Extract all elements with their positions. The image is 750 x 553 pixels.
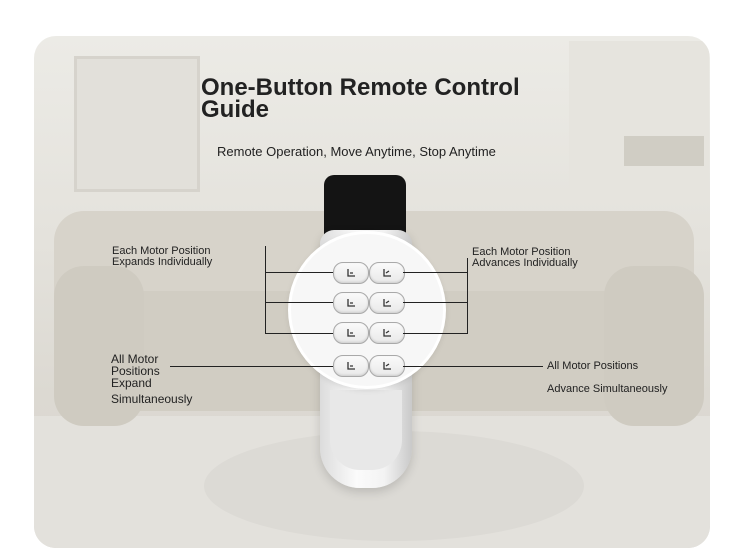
label-line: Expand: [111, 376, 152, 390]
label-expand-individually: Each Motor Position Expands Individually: [112, 246, 212, 268]
label-expand-simultaneously: All Motor Positions Expand Simultaneousl…: [111, 353, 192, 405]
callout-line-expand-all: [170, 366, 333, 367]
label-line: Each Motor Position: [112, 245, 211, 257]
expand-all-button[interactable]: [333, 355, 369, 377]
label-advance-simultaneously: All Motor Positions Advance Simultaneous…: [547, 361, 667, 395]
label-line: Expands Individually: [112, 256, 213, 268]
remote-bottom: [330, 390, 402, 470]
background-sofa-arm-left: [54, 266, 144, 426]
recline-expand-icon: [347, 269, 355, 277]
title-line-2: Guide: [201, 96, 270, 123]
background-sofa-arm-right: [604, 266, 704, 426]
label-advance-individually: Each Motor Position Advances Individuall…: [472, 247, 578, 269]
background-window: [569, 41, 709, 201]
callout-line: [403, 272, 467, 273]
recline-expand-icon: [347, 362, 355, 370]
label-line: Advances Individually: [472, 257, 578, 269]
label-line: Positions: [111, 364, 160, 378]
advance-button-1[interactable]: [369, 262, 405, 284]
callout-line: [265, 272, 333, 273]
label-line: Simultaneously: [111, 392, 193, 406]
page-subtitle: Remote Operation, Move Anytime, Stop Any…: [217, 144, 496, 159]
recline-expand-icon: [347, 329, 355, 337]
background-picture-frame: [74, 56, 200, 192]
callout-line: [265, 246, 266, 272]
callout-line-advance-all: [403, 366, 543, 367]
callout-bracket-right: [467, 258, 468, 334]
advance-button-2[interactable]: [369, 292, 405, 314]
callout-line: [403, 302, 467, 303]
callout-line: [265, 302, 333, 303]
expand-button-3[interactable]: [333, 322, 369, 344]
callout-line: [265, 333, 333, 334]
recline-advance-icon: [383, 329, 391, 337]
callout-line: [403, 333, 467, 334]
title-line-1: One-Button Remote Control: [201, 74, 520, 101]
recline-advance-icon: [383, 299, 391, 307]
recline-advance-icon: [383, 269, 391, 277]
callout-bracket-left: [265, 272, 266, 334]
label-line: Each Motor Position: [472, 246, 571, 258]
expand-button-1[interactable]: [333, 262, 369, 284]
recline-expand-icon: [347, 299, 355, 307]
background-shelf: [624, 136, 704, 166]
label-line: All Motor: [111, 352, 159, 366]
advance-all-button[interactable]: [369, 355, 405, 377]
recline-advance-icon: [383, 362, 391, 370]
label-line: All Motor Positions: [547, 360, 639, 372]
label-line: Advance Simultaneously: [547, 383, 668, 395]
page-title: One-Button Remote Control Guide: [201, 74, 520, 123]
advance-button-3[interactable]: [369, 322, 405, 344]
expand-button-2[interactable]: [333, 292, 369, 314]
